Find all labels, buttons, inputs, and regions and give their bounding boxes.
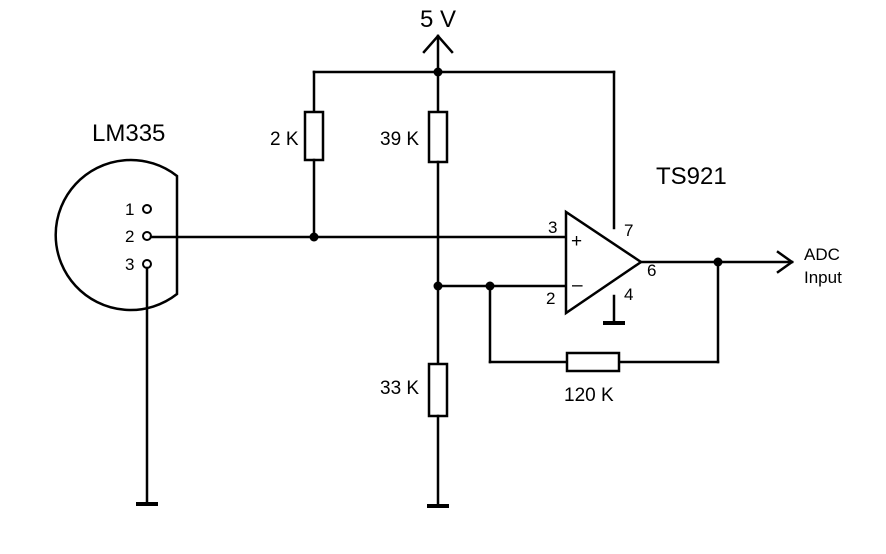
opamp-pin-4-label: 4 xyxy=(624,285,633,304)
sensor-pin-2-label: 2 xyxy=(125,227,134,246)
opamp-pin-7-label: 7 xyxy=(624,221,633,240)
opamp-pin-2-label: 2 xyxy=(546,289,555,308)
opamp-plus-sign: + xyxy=(571,231,582,252)
opamp-minus-sign: – xyxy=(572,275,583,296)
output-feedback xyxy=(488,250,795,364)
opamp-name: TS921 xyxy=(656,163,727,190)
adc-label-line2: Input xyxy=(804,268,842,287)
resistor-2k-label: 2 K xyxy=(270,129,299,150)
sensor-signal-wire xyxy=(149,232,568,242)
opamp-ts921: + – TS921 3 2 7 4 6 xyxy=(546,163,727,325)
resistor-2k: 2 K xyxy=(270,110,325,239)
lm335-sensor: LM335 1 2 3 xyxy=(54,120,179,312)
sensor-pin-1-label: 1 xyxy=(125,200,134,219)
sensor-pin-1 xyxy=(142,204,152,214)
adc-output: ADC Input xyxy=(804,245,842,287)
opamp-pin-6-label: 6 xyxy=(647,261,656,280)
sensor-name: LM335 xyxy=(92,120,165,147)
resistor-33k-label: 33 K xyxy=(380,378,419,399)
sensor-ground xyxy=(136,266,158,506)
resistor-39k: 39 K xyxy=(380,70,449,366)
resistor-33k: 33 K xyxy=(380,362,449,508)
junction-dot xyxy=(309,232,319,242)
supply-label: 5 V xyxy=(420,6,456,33)
sensor-pin-3-label: 3 xyxy=(125,255,134,274)
top-rail xyxy=(312,67,616,230)
supply-5v: 5 V xyxy=(420,6,456,74)
adc-label-line1: ADC xyxy=(804,245,840,264)
resistor-120k-label: 120 K xyxy=(564,385,614,406)
junction-dot xyxy=(433,281,443,291)
resistor-120k: 120 K xyxy=(564,351,621,406)
opamp-pin-3-label: 3 xyxy=(548,218,557,237)
resistor-39k-label: 39 K xyxy=(380,129,419,150)
